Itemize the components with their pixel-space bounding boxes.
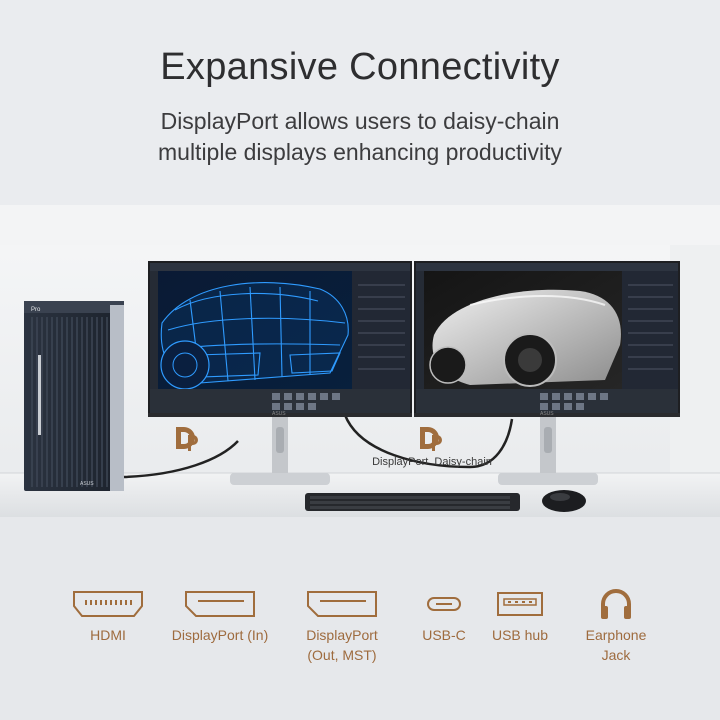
ports-section: HDMI DisplayPort (In) DisplayPort (Out, … [0,517,720,720]
port-label: USB hub [491,627,549,643]
port-displayport-in: DisplayPort (In) [160,587,280,645]
port-label-line2: Jack [601,647,631,663]
displayport-logo-right [420,427,442,451]
page-subtitle: DisplayPort allows users to daisy-chain … [0,106,720,168]
port-usb-c: USB-C [408,587,480,645]
setup-illustration: Pro ASUS [0,205,720,517]
monitor-right: ASUS [414,261,680,485]
port-usb-hub: USB hub [482,587,558,645]
keyboard [305,493,520,511]
pc-badge: Pro [31,307,41,313]
port-label: Earphone [585,627,647,643]
page-title: Expansive Connectivity [160,46,560,88]
port-label: DisplayPort [306,627,378,643]
port-label: HDMI [90,627,126,643]
port-label-line2: (Out, MST) [307,647,377,663]
monitor-left: ASUS [148,261,412,485]
desktop-pc: Pro ASUS [24,301,124,491]
displayport-out-icon [307,591,377,617]
port-hdmi: HDMI [58,587,158,645]
earphone-jack-icon [601,589,631,619]
port-displayport-out: DisplayPort (Out, MST) [282,587,402,665]
header-section: Expansive Connectivity DisplayPort allow… [0,0,720,205]
usb-c-icon [427,597,461,611]
port-label: DisplayPort (In) [171,627,269,643]
subtitle-line-1: DisplayPort allows users to daisy-chain [160,108,560,134]
displayport-logo-left [176,427,198,451]
daisy-chain-label: DisplayPort Daisy-chain [372,456,492,468]
monitor-right-brand: ASUS [540,411,554,417]
port-earphone-jack: Earphone Jack [572,587,660,665]
port-label: USB-C [422,627,466,643]
product-scene: Pro ASUS [0,205,720,517]
subtitle-line-2: multiple displays enhancing productivity [158,139,562,165]
displayport-in-icon [185,591,255,617]
mouse [542,490,586,512]
monitor-left-brand: ASUS [272,411,286,417]
hdmi-icon [73,591,143,617]
usb-hub-icon [497,592,543,616]
pc-brand: ASUS [80,481,94,487]
